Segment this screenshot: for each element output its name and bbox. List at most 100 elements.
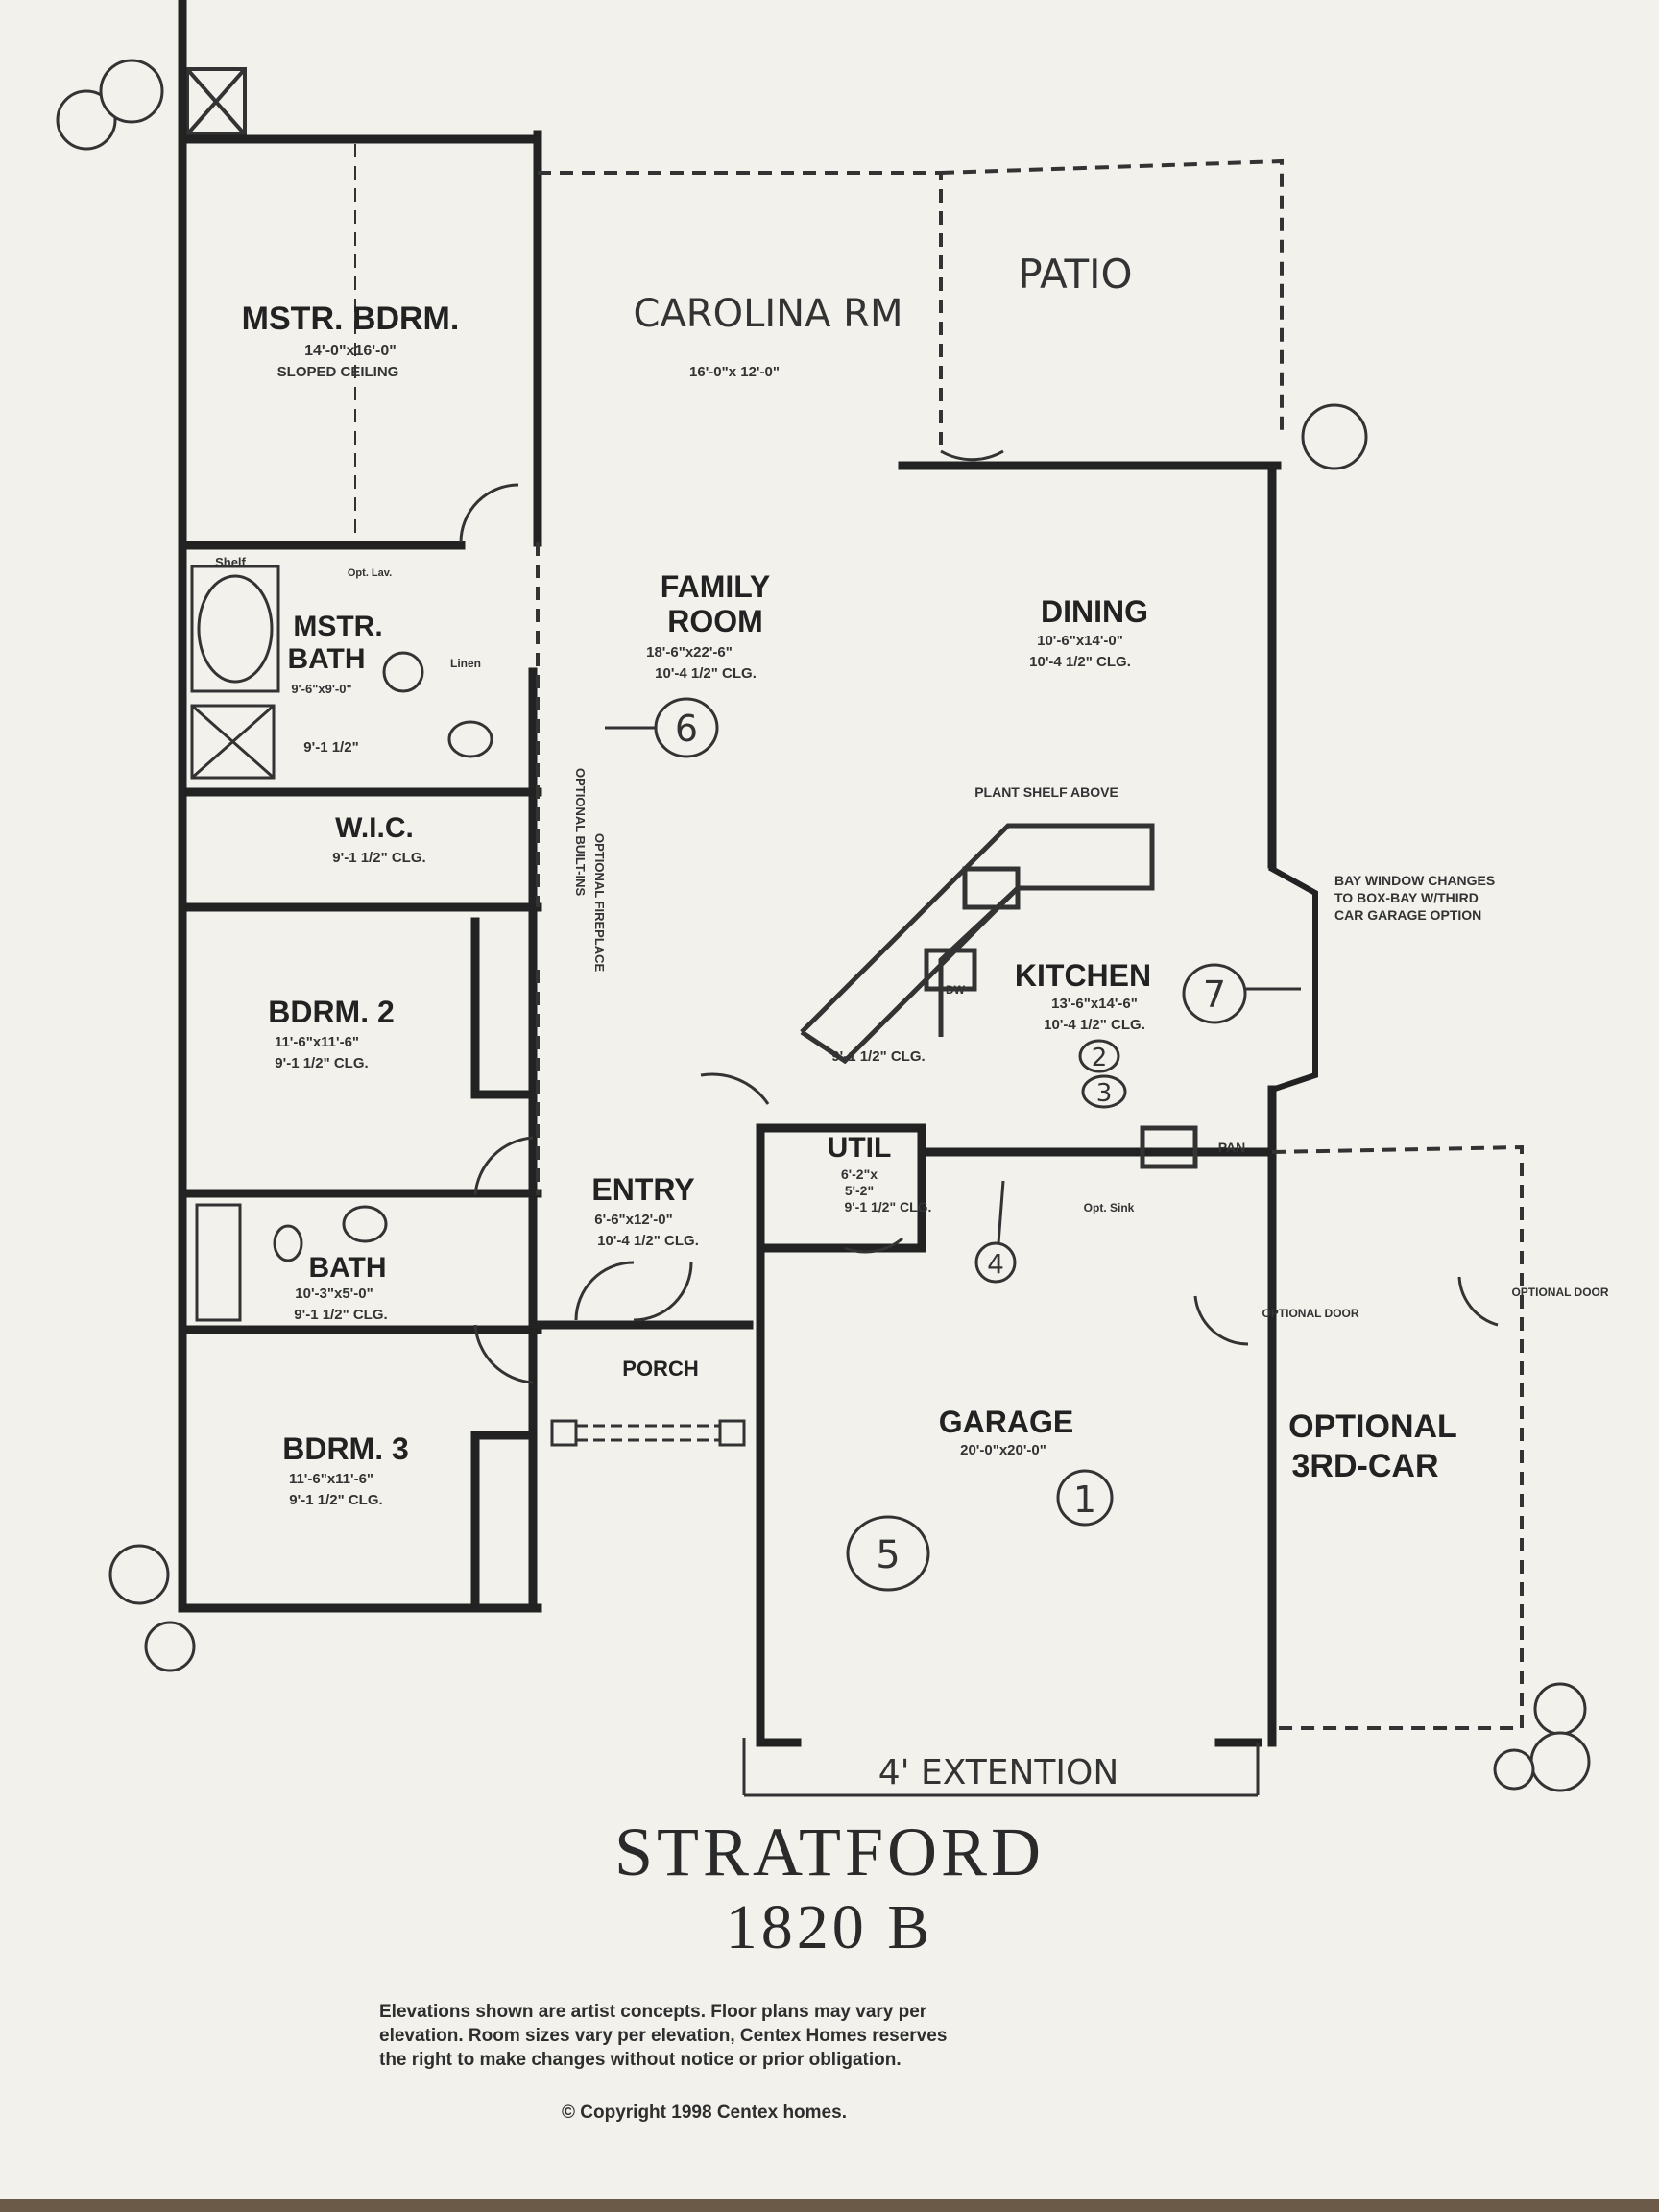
svg-text:SLOPED CEILING: SLOPED CEILING: [277, 364, 399, 380]
svg-text:9'-6"x9'-0": 9'-6"x9'-0": [291, 682, 351, 696]
disclaimer-line: Elevations shown are artist concepts. Fl…: [379, 2002, 927, 2022]
svg-text:6'-6"x12'-0": 6'-6"x12'-0": [594, 1212, 672, 1228]
room-kitchen: KITCHEN 13'-6"x14'-6" 10'-4 1/2" CLG. PL…: [946, 784, 1245, 1155]
room-dining: DINING 10'-6"x14'-0" 10'-4 1/2" CLG.: [1029, 594, 1148, 670]
copyright: © Copyright 1998 Centex homes.: [562, 2103, 847, 2123]
dashed-outlines: [536, 158, 1524, 1730]
svg-text:TO BOX-BAY W/THIRD: TO BOX-BAY W/THIRD: [1334, 890, 1479, 905]
svg-text:OPTIONAL DOOR: OPTIONAL DOOR: [1262, 1307, 1358, 1320]
svg-text:10'-6"x14'-0": 10'-6"x14'-0": [1037, 633, 1123, 649]
svg-text:11'-6"x11'-6": 11'-6"x11'-6": [289, 1471, 373, 1487]
svg-text:6'-2"x: 6'-2"x: [841, 1166, 878, 1182]
svg-text:UTIL: UTIL: [828, 1132, 892, 1164]
room-patio: PATIO: [1018, 251, 1132, 298]
room-garage: GARAGE 20'-0"x20'-0" Opt. Sink OPTIONAL …: [939, 1201, 1359, 1458]
bath-fixtures: [190, 565, 493, 1322]
svg-text:Shelf: Shelf: [215, 555, 246, 569]
svg-text:10'-4 1/2" CLG.: 10'-4 1/2" CLG.: [1044, 1017, 1145, 1033]
svg-text:10'-4 1/2" CLG.: 10'-4 1/2" CLG.: [1029, 654, 1131, 670]
room-porch: PORCH: [622, 1357, 698, 1381]
svg-text:9'-1 1/2" CLG.: 9'-1 1/2" CLG.: [831, 1048, 925, 1065]
svg-text:4: 4: [987, 1248, 1004, 1280]
svg-text:2: 2: [1092, 1044, 1108, 1072]
room-carolina: CAROLINA RM 16'-0"x 12'-0": [634, 292, 903, 380]
svg-text:MSTR.: MSTR.: [293, 611, 382, 642]
svg-text:Opt. Sink: Opt. Sink: [1084, 1201, 1135, 1214]
svg-text:9'-1 1/2" CLG.: 9'-1 1/2" CLG.: [275, 1055, 368, 1071]
room-optional-3rd-car: OPTIONAL 3RD-CAR OPTIONAL DOOR: [1288, 1286, 1609, 1484]
svg-text:BAY WINDOW CHANGES: BAY WINDOW CHANGES: [1334, 873, 1495, 888]
svg-text:GARAGE: GARAGE: [939, 1405, 1073, 1439]
svg-text:OPTIONAL DOOR: OPTIONAL DOOR: [1511, 1286, 1608, 1299]
svg-text:1: 1: [1073, 1479, 1096, 1521]
svg-text:18'-6"x22'-6": 18'-6"x22'-6": [646, 644, 733, 661]
svg-text:9'-1 1/2" CLG.: 9'-1 1/2" CLG.: [332, 850, 425, 866]
svg-text:W.I.C.: W.I.C.: [335, 812, 414, 844]
room-bath: BATH 10'-3"x5'-0" 9'-1 1/2" CLG.: [294, 1252, 387, 1323]
porch-columns: [550, 1419, 746, 1447]
room-family: FAMILY ROOM 18'-6"x22'-6" 10'-4 1/2" CLG…: [646, 569, 770, 682]
plan-model-number: 1820 B: [725, 1892, 934, 1962]
svg-text:BDRM. 2: BDRM. 2: [268, 995, 395, 1029]
svg-text:KITCHEN: KITCHEN: [1015, 958, 1151, 993]
room-master-bath: MSTR. BATH 9'-6"x9'-0" 9'-1 1/2" Shelf O…: [215, 555, 481, 756]
note-optional-fireplace: OPTIONAL FIREPLACE: [592, 833, 607, 973]
svg-text:PLANT SHELF ABOVE: PLANT SHELF ABOVE: [974, 784, 1118, 800]
bay-window: [1267, 864, 1318, 1094]
room-util: UTIL 6'-2"x 5'-2" 9'-1 1/2" CLG. 9'-1 1/…: [828, 1048, 932, 1214]
svg-text:9'-1 1/2" CLG.: 9'-1 1/2" CLG.: [294, 1307, 387, 1323]
walls: [178, 0, 1282, 1747]
svg-text:Linen: Linen: [450, 657, 481, 670]
svg-text:9'-1 1/2" CLG.: 9'-1 1/2" CLG.: [845, 1199, 932, 1214]
svg-text:PAN: PAN: [1218, 1140, 1246, 1155]
svg-text:ROOM: ROOM: [667, 604, 763, 638]
kitchen-counter: [800, 823, 1198, 1169]
svg-text:9'-1 1/2": 9'-1 1/2": [303, 739, 358, 756]
svg-text:20'-0"x20'-0": 20'-0"x20'-0": [960, 1442, 1046, 1458]
disclaimer-line: the right to make changes without notice…: [379, 2050, 902, 2070]
svg-text:9'-1 1/2" CLG.: 9'-1 1/2" CLG.: [289, 1492, 382, 1508]
svg-text:ENTRY: ENTRY: [591, 1172, 694, 1207]
svg-text:DINING: DINING: [1041, 594, 1148, 629]
door-swings: [459, 449, 1499, 1384]
svg-text:3: 3: [1096, 1079, 1113, 1108]
svg-text:OPTIONAL: OPTIONAL: [1288, 1408, 1457, 1445]
svg-text:BATH: BATH: [287, 643, 365, 675]
room-entry: ENTRY 6'-6"x12'-0" 10'-4 1/2" CLG.: [591, 1172, 698, 1249]
svg-text:13'-6"x14'-6": 13'-6"x14'-6": [1051, 996, 1138, 1012]
svg-text:7: 7: [1203, 974, 1226, 1016]
room-bedroom-2: BDRM. 2 11'-6"x11'-6" 9'-1 1/2" CLG.: [268, 995, 395, 1071]
svg-text:Opt. Lav.: Opt. Lav.: [348, 567, 392, 579]
svg-text:DW: DW: [946, 983, 966, 997]
shrub-icon: [56, 59, 1591, 1792]
svg-text:BDRM. 3: BDRM. 3: [282, 1431, 409, 1466]
note-optional-built-ins: OPTIONAL BUILT-INS: [573, 768, 588, 896]
svg-text:5: 5: [876, 1533, 900, 1577]
svg-text:10'-4 1/2" CLG.: 10'-4 1/2" CLG.: [597, 1233, 699, 1249]
svg-text:BATH: BATH: [308, 1252, 386, 1284]
room-wic: W.I.C. 9'-1 1/2" CLG.: [332, 812, 425, 866]
disclaimer: Elevations shown are artist concepts. Fl…: [379, 2000, 1262, 2072]
svg-text:10'-3"x5'-0": 10'-3"x5'-0": [295, 1286, 373, 1302]
svg-text:6: 6: [675, 708, 698, 750]
svg-text:CAROLINA RM: CAROLINA RM: [634, 292, 903, 336]
room-master-bedroom: MSTR. BDRM. 14'-0"x16'-0" SLOPED CEILING: [242, 301, 460, 380]
svg-text:CAR GARAGE OPTION: CAR GARAGE OPTION: [1334, 907, 1481, 923]
note-bay-window: BAY WINDOW CHANGES TO BOX-BAY W/THIRD CA…: [1334, 873, 1495, 923]
plan-title: STRATFORD: [613, 1814, 1046, 1890]
svg-text:FAMILY: FAMILY: [661, 569, 770, 604]
note-extension: 4' EXTENTION: [878, 1753, 1119, 1792]
svg-text:14'-0"x16'-0": 14'-0"x16'-0": [304, 343, 397, 359]
chimney-vent-icon: [185, 67, 247, 136]
svg-text:16'-0"x 12'-0": 16'-0"x 12'-0": [689, 364, 780, 380]
svg-text:5'-2": 5'-2": [845, 1183, 874, 1198]
svg-text:3RD-CAR: 3RD-CAR: [1292, 1448, 1439, 1484]
disclaimer-line: elevation. Room sizes vary per elevation…: [379, 2026, 948, 2046]
svg-text:11'-6"x11'-6": 11'-6"x11'-6": [275, 1034, 359, 1050]
svg-text:10'-4 1/2" CLG.: 10'-4 1/2" CLG.: [655, 665, 757, 682]
room-bedroom-3: BDRM. 3 11'-6"x11'-6" 9'-1 1/2" CLG.: [282, 1431, 409, 1508]
annotation-markers: 6 7 2 3 4 1 5: [605, 697, 1301, 1592]
svg-text:MSTR. BDRM.: MSTR. BDRM.: [242, 301, 460, 337]
